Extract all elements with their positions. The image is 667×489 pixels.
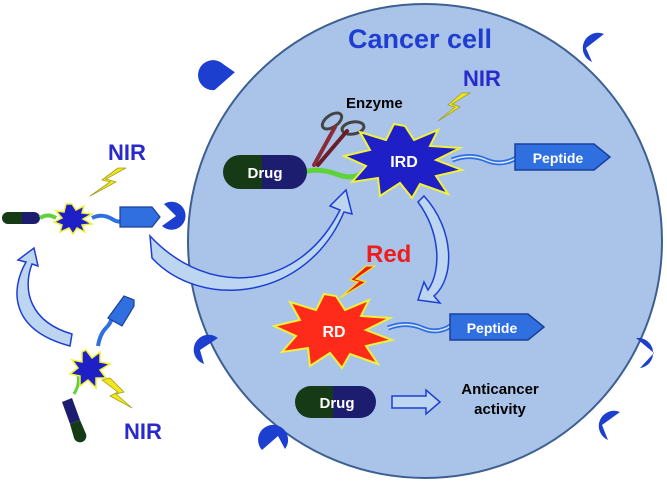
curved-arrow-icon xyxy=(417,194,450,305)
nir-label-bottom: NIR xyxy=(124,419,162,444)
ird-label: IRD xyxy=(390,154,418,171)
red-label: Red xyxy=(366,241,411,268)
lightning-icon xyxy=(89,167,127,197)
receptor-icon xyxy=(198,60,235,91)
anticancer-line1: Anticancer xyxy=(461,381,539,398)
receptor-icon xyxy=(582,32,604,62)
cell-title: Cancer cell xyxy=(348,24,492,54)
ird-burst: IRD xyxy=(340,122,466,200)
anticancer-line2: activity xyxy=(474,401,526,418)
peptide-block-top: Peptide xyxy=(514,143,612,171)
drug-capsule-bottom: Drug xyxy=(295,386,376,418)
probe-diagonal xyxy=(62,295,135,443)
drug-capsule-top: Drug xyxy=(223,155,307,189)
cancer-cell xyxy=(187,3,663,479)
peptide-block-bottom: Peptide xyxy=(449,313,546,341)
rd-burst: RD xyxy=(270,292,396,370)
receptor-icon xyxy=(162,201,186,230)
receptor-icon xyxy=(258,424,289,450)
peptide-label-bottom: Peptide xyxy=(467,320,518,336)
lightning-icon xyxy=(101,377,133,409)
scissors-icon xyxy=(312,111,366,167)
receptor-icon xyxy=(636,337,654,368)
nir-label-left: NIR xyxy=(108,140,146,165)
rd-label: RD xyxy=(322,324,345,341)
receptor-icon xyxy=(193,334,218,364)
peptide-label-top: Peptide xyxy=(533,150,584,166)
lightning-icon xyxy=(437,92,472,122)
probe-horizontal xyxy=(2,203,161,236)
receptor-icon xyxy=(598,410,620,440)
curved-arrow-icon xyxy=(16,246,73,347)
block-arrow-icon xyxy=(391,388,442,416)
drug-label-top: Drug xyxy=(248,165,283,182)
lightning-icon xyxy=(339,265,377,299)
drug-label-bottom: Drug xyxy=(320,395,355,412)
curved-arrow-icon xyxy=(149,188,354,291)
enzyme-label: Enzyme xyxy=(346,95,403,112)
nir-label-cell: NIR xyxy=(463,66,501,91)
